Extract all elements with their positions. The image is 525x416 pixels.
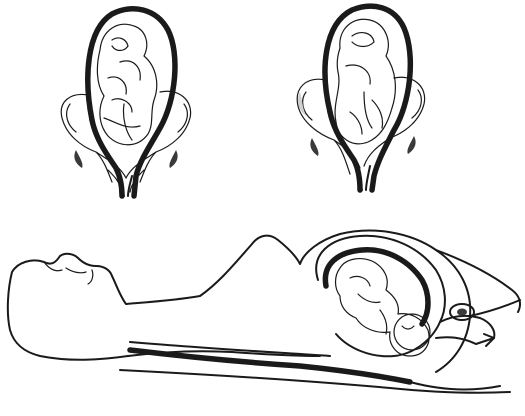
pelvis-fetus-panel-right: [297, 6, 424, 190]
left-iliac-wing-left: [61, 94, 112, 182]
right-fetus: [335, 19, 395, 144]
supine-body-panel: [8, 231, 520, 393]
left-iliac-wing-right: [140, 91, 191, 182]
fetal-head: [394, 314, 430, 350]
pelvis-fetus-panel-left: [61, 9, 190, 196]
